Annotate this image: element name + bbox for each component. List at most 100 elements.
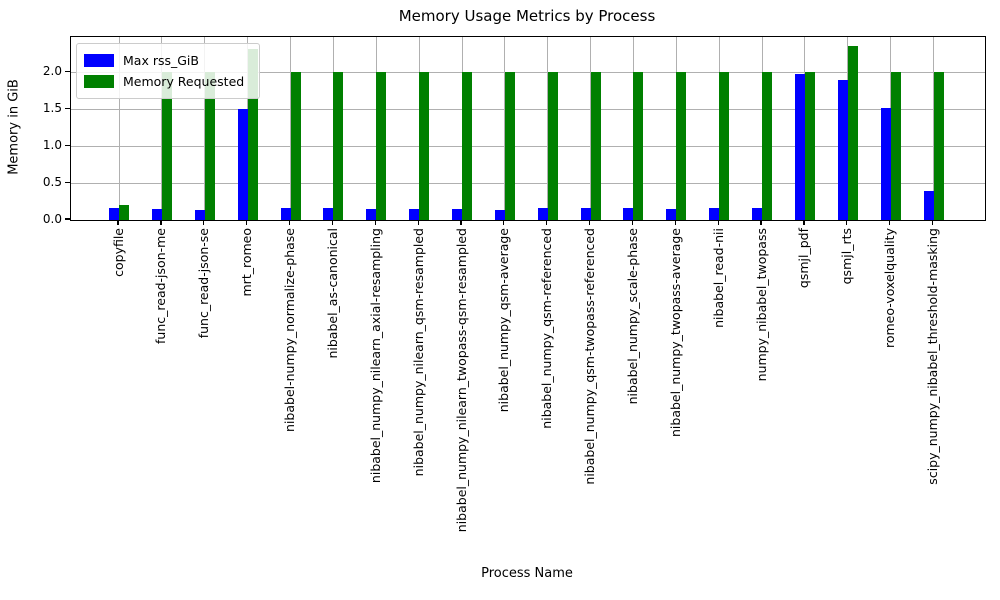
- x-tick-mark: [503, 220, 505, 225]
- bar-memory-requested: [762, 72, 772, 220]
- x-tick-label: mrt_romeo: [239, 228, 255, 297]
- bar-max-rss-gib: [323, 208, 334, 220]
- bar-max-rss-gib: [366, 208, 377, 220]
- y-tick-label: 1.0: [42, 138, 62, 153]
- legend-label-max-rss: Max rss_GiB: [123, 53, 199, 68]
- x-tick-mark: [546, 220, 548, 225]
- gridline-horizontal: [71, 146, 985, 148]
- y-tick-label: 0.0: [42, 212, 62, 226]
- bar-memory-requested: [204, 72, 215, 220]
- bar-memory-requested: [676, 72, 687, 220]
- bar-memory-requested: [247, 48, 258, 220]
- bar-max-rss-gib: [837, 79, 848, 220]
- plot-area: Max rss_GiB Memory Requested: [70, 36, 986, 221]
- bar-memory-requested: [547, 72, 558, 220]
- x-tick-mark: [117, 220, 119, 225]
- y-tick-mark: [65, 144, 70, 146]
- bar-max-rss-gib: [794, 73, 805, 220]
- x-tick-label: copyfile: [110, 228, 126, 277]
- x-tick-label: nibabel_as-canonical: [324, 228, 340, 359]
- bar-max-rss-gib: [623, 208, 634, 220]
- x-tick-mark: [460, 220, 462, 225]
- x-tick-mark: [889, 220, 891, 225]
- x-tick-label: qsmjl_rts: [839, 228, 855, 285]
- x-tick-mark: [246, 220, 248, 225]
- bar-max-rss-gib: [580, 208, 591, 220]
- x-tick-label: numpy_nibabel_twopass: [753, 228, 769, 382]
- legend-label-memory-requested: Memory Requested: [123, 74, 245, 89]
- x-tick-label: qsmjl_pdf: [796, 228, 812, 289]
- x-tick-label: func_read-json-me: [153, 228, 169, 344]
- x-tick-mark: [674, 220, 676, 225]
- x-tick-label: func_read-json-se: [196, 228, 212, 339]
- x-tick-mark: [760, 220, 762, 225]
- bar-memory-requested: [633, 72, 644, 220]
- y-tick-mark: [65, 218, 70, 220]
- bar-memory-requested: [847, 45, 858, 220]
- x-tick-label: nibabel_numpy_nilearn_twopass-qsm-resamp…: [453, 228, 469, 533]
- x-tick-label: nibabel_numpy_nilearn_qsm-resampled: [410, 228, 426, 477]
- gridline-horizontal: [71, 109, 985, 111]
- x-tick-label: nibabel_numpy_qsm-twopass-referenced: [582, 228, 598, 485]
- bar-memory-requested: [504, 72, 515, 220]
- x-tick-label: nibabel_numpy_qsm-average: [496, 228, 512, 413]
- chart-title: Memory Usage Metrics by Process: [398, 7, 656, 25]
- x-tick-mark: [803, 220, 805, 225]
- legend: Max rss_GiB Memory Requested: [76, 43, 260, 99]
- x-tick-label: nibabel_numpy_scale-phase: [624, 228, 640, 405]
- bar-memory-requested: [933, 72, 944, 220]
- x-tick-mark: [717, 220, 719, 225]
- x-tick-mark: [846, 220, 848, 225]
- bar-memory-requested: [590, 72, 601, 220]
- y-tick-label: 0.5: [42, 175, 62, 190]
- bar-memory-requested: [333, 72, 344, 220]
- x-tick-label: nibabel-numpy_normalize-phase: [282, 228, 297, 432]
- legend-swatch-max-rss-icon: [84, 54, 114, 67]
- bar-max-rss-gib: [280, 208, 291, 220]
- y-tick-mark: [65, 181, 70, 183]
- bar-max-rss-gib: [452, 208, 462, 220]
- bar-memory-requested: [119, 204, 129, 220]
- x-tick-mark: [288, 220, 291, 225]
- bar-max-rss-gib: [923, 191, 934, 220]
- x-tick-label: nibabel_numpy_twopass-average: [667, 228, 683, 438]
- gridline-vertical: [118, 37, 120, 220]
- legend-item-memory-requested: Memory Requested: [84, 71, 252, 92]
- y-axis-label: Memory in GiB: [6, 79, 22, 175]
- bar-memory-requested: [719, 72, 730, 220]
- bar-memory-requested: [161, 72, 172, 220]
- y-tick-mark: [65, 70, 70, 73]
- bar-max-rss-gib: [666, 208, 677, 220]
- x-tick-label: nibabel_read-nii: [710, 228, 726, 328]
- bar-max-rss-gib: [237, 108, 248, 220]
- x-tick-mark: [160, 220, 162, 225]
- x-tick-mark: [374, 220, 376, 225]
- bar-max-rss-gib: [537, 208, 548, 220]
- legend-item-max-rss: Max rss_GiB: [84, 50, 252, 71]
- bar-max-rss-gib: [194, 209, 205, 220]
- x-tick-mark: [631, 220, 634, 225]
- bar-memory-requested: [890, 72, 901, 220]
- bar-max-rss-gib: [709, 208, 720, 220]
- y-tick-label: 1.5: [42, 101, 62, 116]
- x-tick-label: romeo-voxelquality: [882, 228, 898, 349]
- y-tick-mark: [65, 107, 70, 109]
- gridline-horizontal: [71, 72, 985, 74]
- bar-max-rss-gib: [880, 107, 891, 220]
- bar-max-rss-gib: [409, 208, 420, 220]
- bar-memory-requested: [462, 72, 472, 220]
- x-tick-mark: [589, 220, 591, 225]
- x-tick-mark: [331, 220, 334, 225]
- x-tick-mark: [931, 220, 934, 225]
- bar-memory-requested: [376, 72, 387, 220]
- y-tick-label: 2.0: [42, 64, 62, 79]
- bar-memory-requested: [804, 72, 815, 220]
- x-tick-mark: [203, 220, 205, 225]
- x-tick-label: nibabel_numpy_qsm-referenced: [539, 228, 555, 429]
- bar-max-rss-gib: [151, 208, 162, 220]
- legend-swatch-memory-requested-icon: [84, 75, 114, 88]
- bar-max-rss-gib: [109, 208, 119, 220]
- bar-memory-requested: [419, 72, 430, 220]
- x-tick-mark: [417, 220, 419, 225]
